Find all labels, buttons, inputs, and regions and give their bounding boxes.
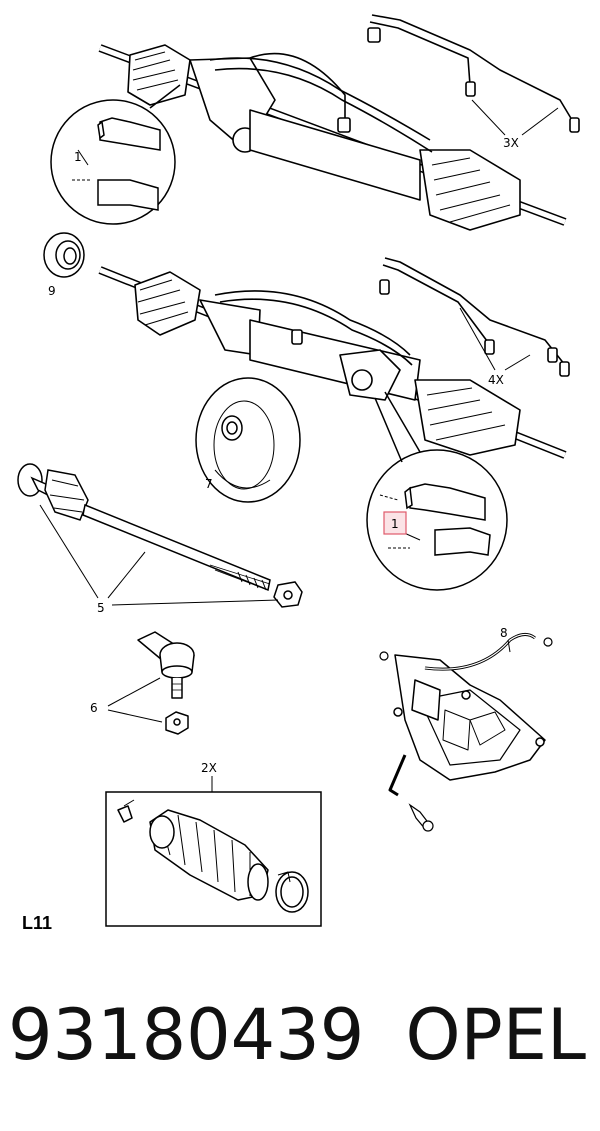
sheet-code: L11 — [22, 913, 52, 933]
leader-4x — [459, 307, 531, 371]
leader-8 — [507, 639, 511, 653]
steering-rack-lower — [98, 257, 570, 459]
tie-rod-end-6 — [137, 631, 195, 735]
callout-1-top: 1 — [74, 150, 82, 164]
dust-boot-7 — [195, 377, 301, 503]
callout-2x: 2X — [201, 761, 217, 775]
mounting-bracket-8 — [388, 633, 546, 797]
callout-5: 5 — [97, 601, 105, 615]
brand-name: OPEL — [405, 994, 586, 1076]
callout-7: 7 — [205, 477, 213, 491]
boot-kit-2x — [117, 799, 309, 913]
tie-rod-5 — [17, 463, 303, 608]
callout-3x: 3X — [503, 136, 519, 150]
detail-circle-top — [50, 84, 181, 225]
steering-rack-top — [98, 14, 580, 231]
leader-5 — [39, 504, 279, 606]
callout-6: 6 — [90, 701, 98, 715]
callout-9: 9 — [48, 284, 56, 298]
bracket-bolts — [379, 637, 553, 832]
callout-8: 8 — [500, 626, 508, 640]
part-caption: 93180439 OPEL — [0, 990, 600, 1080]
callout-4x: 4X — [488, 373, 504, 387]
callout-1-lower: 1 — [391, 517, 399, 531]
callout-highlight-box — [383, 511, 407, 535]
part-number: 93180439 — [8, 994, 365, 1076]
detail-circle-lower — [366, 391, 508, 591]
seal-ring-9 — [43, 232, 85, 278]
leader-6 — [107, 677, 163, 723]
leader-3x — [471, 99, 559, 136]
